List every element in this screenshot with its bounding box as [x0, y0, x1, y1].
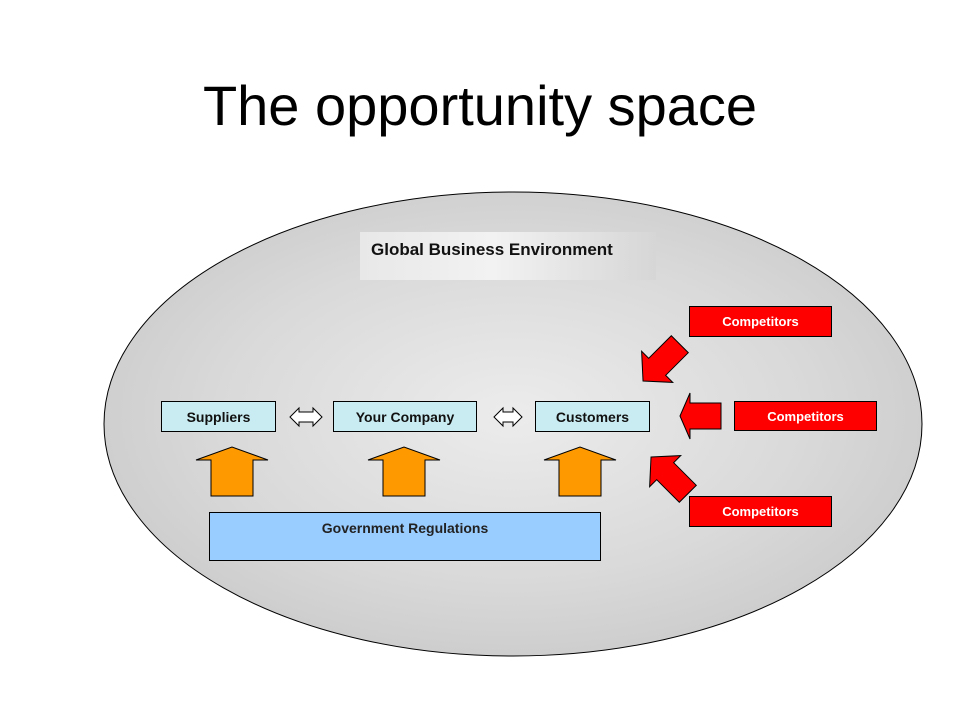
competitor-arrow-bottom [649, 455, 697, 503]
government-regulations-box: Government Regulations [209, 512, 601, 561]
page-title: The opportunity space [202, 74, 758, 137]
your-company-box: Your Company [333, 401, 477, 432]
regulation-arrow-customers [543, 446, 617, 497]
suppliers-box: Suppliers [161, 401, 276, 432]
competitors-box-bottom: Competitors [689, 496, 832, 527]
competitors-box-top: Competitors [689, 306, 832, 337]
regulation-arrow-company [367, 446, 441, 497]
competitor-arrow-top [641, 335, 689, 383]
competitor-arrow-middle [679, 392, 722, 440]
environment-label: Global Business Environment [360, 232, 656, 280]
supplier-company-link-arrow [289, 406, 323, 428]
company-customer-link-arrow [493, 406, 523, 428]
competitors-box-middle: Competitors [734, 401, 877, 431]
regulation-arrow-suppliers [195, 446, 269, 497]
customers-box: Customers [535, 401, 650, 432]
